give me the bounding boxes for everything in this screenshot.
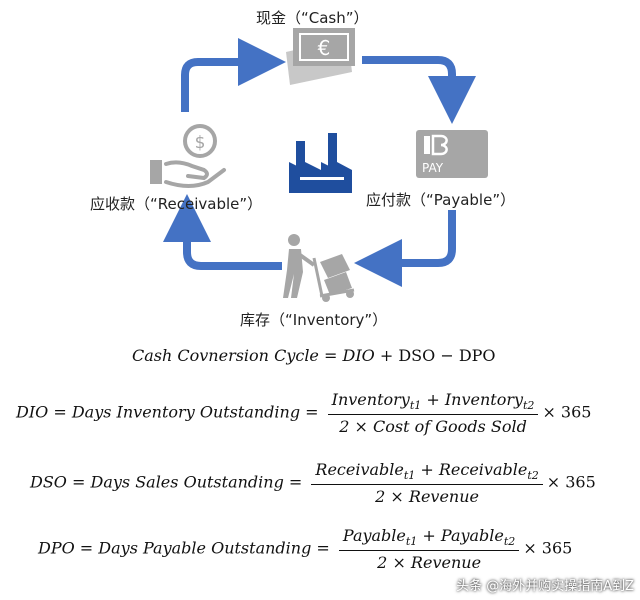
- dso-formula: DSO = Days Sales Outstanding = Receivabl…: [30, 460, 596, 506]
- receivable-label: 应收款（“Receivable”）: [90, 195, 263, 213]
- ccc-formula: Cash Covnersion Cycle = DIO + DSO − DPO: [132, 346, 496, 365]
- dpo-den: 2 × Revenue: [377, 553, 482, 573]
- dpo-mult: × 365: [523, 538, 573, 558]
- inventory-label: 库存（“Inventory”）: [240, 311, 388, 329]
- arrow-inventory-to-receivable: [163, 194, 282, 270]
- dio-lhs: DIO = Days Inventory Outstanding =: [16, 402, 324, 422]
- formulas: Cash Covnersion Cycle = DIO + DSO − DPO …: [0, 338, 640, 600]
- arrow-receivable-to-cash: [181, 38, 286, 112]
- dio-den: 2 × Cost of Goods Sold: [339, 417, 527, 437]
- dio-num-b: Inventory: [444, 390, 524, 409]
- dio-formula: DIO = Days Inventory Outstanding = Inven…: [16, 390, 591, 436]
- person-pushing-boxes-icon: [283, 234, 355, 302]
- dso-lhs: DSO = Days Sales Outstanding =: [30, 472, 308, 492]
- ccc-eq: =: [318, 346, 343, 365]
- dpo-num-a: Payable: [342, 526, 406, 545]
- dso-plus: +: [415, 460, 439, 479]
- dio-sub-b: t2: [523, 399, 535, 413]
- dio-num-a: Inventory: [331, 390, 410, 409]
- ccc-dso: DSO: [398, 346, 436, 365]
- svg-text:$: $: [195, 133, 206, 153]
- euro-banknote-icon: €: [286, 28, 355, 85]
- watermark: 头条 @海外并购实操指南A到Z: [456, 579, 634, 594]
- ccc-plus: +: [374, 346, 399, 365]
- dio-sub-a: t1: [409, 399, 422, 413]
- pay-card-icon: PAY: [416, 130, 488, 178]
- dso-den: 2 × Revenue: [375, 487, 479, 507]
- ccc-dio: DIO: [342, 346, 375, 365]
- cycle-svg: € PAY $: [150, 28, 488, 302]
- ccc-lhs: Cash Covnersion Cycle: [132, 346, 319, 365]
- dpo-sub-a: t1: [405, 535, 418, 549]
- dio-plus: +: [421, 390, 445, 409]
- svg-text:PAY: PAY: [422, 161, 444, 175]
- dpo-lhs: DPO = Days Payable Outstanding =: [38, 538, 335, 558]
- hand-coin-icon: $: [150, 124, 226, 188]
- dpo-formula: DPO = Days Payable Outstanding = Payable…: [38, 526, 572, 572]
- arrow-payable-to-inventory: [354, 210, 456, 287]
- arrow-cash-to-payable: [362, 56, 476, 124]
- cash-conversion-diagram: € PAY $: [90, 9, 516, 329]
- svg-text:€: €: [318, 36, 331, 60]
- ccc-dpo: DPO: [458, 346, 496, 365]
- dso-sub-a: t1: [403, 469, 416, 483]
- cash-label: 现金（“Cash”）: [256, 9, 369, 27]
- dso-sub-b: t2: [527, 469, 539, 483]
- dpo-num-b: Payable: [440, 526, 504, 545]
- payable-label: 应付款（“Payable”）: [366, 191, 516, 209]
- dso-num-b: Receivable: [438, 460, 528, 479]
- ccc-minus: −: [435, 346, 459, 365]
- dso-num-a: Receivable: [315, 460, 404, 479]
- dpo-sub-b: t2: [503, 535, 516, 549]
- dpo-plus: +: [417, 526, 441, 545]
- dio-mult: × 365: [542, 402, 592, 422]
- dso-mult: × 365: [546, 472, 596, 492]
- factory-icon: [289, 133, 352, 193]
